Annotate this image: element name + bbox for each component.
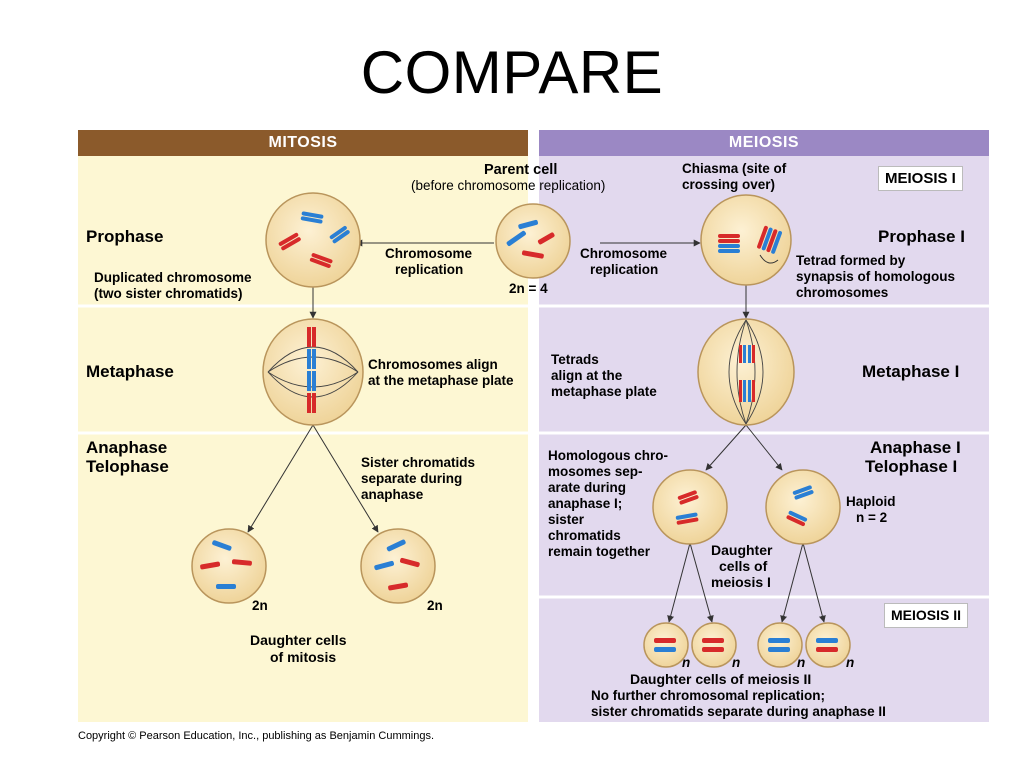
meiosis1-daughter-cell-right: [765, 469, 841, 545]
homologous-label-2: mosomes sep-: [548, 464, 643, 479]
meiosis1-daughter-label-3: meiosis I: [711, 574, 771, 590]
replication-label-left-1: Chromosome: [385, 246, 473, 261]
parent-ploidy: 2n = 4: [509, 281, 548, 296]
homologous-label-4: anaphase I;: [548, 496, 623, 511]
tetrad-label-2: synapsis of homologous: [796, 269, 956, 284]
align-label-2: at the metaphase plate: [368, 373, 514, 388]
replication-label-left-2: replication: [395, 262, 464, 277]
meiosis1-daughter-label-1: Daughter: [711, 542, 773, 558]
tetrads-align-label-1: Tetrads: [551, 352, 599, 367]
sister-label-2: separate during: [361, 471, 463, 486]
arrows: [247, 239, 826, 623]
duplicated-chromosome-label-1: Duplicated chromosome: [94, 270, 252, 285]
sister-label-1: Sister chromatids: [361, 455, 476, 470]
homologous-label-1: Homologous chro-: [548, 448, 668, 463]
mitosis-ploidy-left: 2n: [252, 598, 268, 613]
duplicated-chromosome-label-2: (two sister chromatids): [94, 286, 243, 301]
tetrad-label-3: chromosomes: [796, 285, 889, 300]
tetrads-align-label-3: metaphase plate: [551, 384, 657, 399]
tetrads-align-label-2: align at the: [551, 368, 623, 383]
meiosis1-box: MEIOSIS I: [878, 166, 963, 191]
meiosis2-box: MEIOSIS II: [884, 603, 969, 628]
n-label-4: n: [846, 655, 855, 670]
haploid-label-2: n = 2: [856, 510, 888, 525]
align-label-1: Chromosomes align: [368, 357, 498, 372]
mitosis-anaphase-label: Anaphase: [86, 438, 168, 457]
meiosis2-daughter-label: Daughter cells of meiosis II: [630, 671, 812, 687]
replication-label-right-1: Chromosome: [580, 246, 668, 261]
parent-cell: [495, 203, 571, 279]
sister-label-3: anaphase: [361, 487, 424, 502]
n-label-1: n: [682, 655, 691, 670]
meiosis2-daughter-cell-1: [643, 622, 689, 668]
meiosis1-daughter-label-2: cells of: [719, 558, 768, 574]
parent-cell-subtitle: (before chromosome replication): [411, 178, 606, 193]
meiosis-banner: MEIOSIS: [539, 130, 989, 156]
n-label-2: n: [732, 655, 741, 670]
mitosis-telophase-label: Telophase: [86, 457, 169, 476]
meiosis-prophase-label: Prophase I: [878, 227, 965, 246]
mitosis-prophase-label: Prophase: [86, 227, 164, 246]
mitosis-ploidy-right: 2n: [427, 598, 443, 613]
mitosis-daughter-label-1: Daughter cells: [250, 632, 347, 648]
meiosis2-daughter-cell-4: [805, 622, 851, 668]
no-further-label-1: No further chromosomal replication;: [591, 688, 826, 703]
homologous-label-5: sister: [548, 512, 585, 527]
replication-label-right-2: replication: [590, 262, 659, 277]
haploid-label-1: Haploid: [846, 494, 896, 509]
chiasma-label-2: crossing over): [682, 177, 776, 192]
mitosis-metaphase-cell: [262, 318, 364, 426]
homologous-label-7: remain together: [548, 544, 651, 559]
no-further-label-2: sister chromatids separate during anapha…: [591, 704, 886, 719]
mitosis-prophase-cell: [265, 192, 361, 288]
page-title: COMPARE: [360, 39, 664, 106]
homologous-label-3: arate during: [548, 480, 627, 495]
mitosis-banner: MITOSIS: [78, 130, 528, 156]
meiosis-prophase-cell: [700, 194, 792, 286]
mitosis-daughter-label-2: of mitosis: [270, 649, 337, 665]
meiosis-anaphase-label: Anaphase I: [870, 438, 961, 457]
meiosis-metaphase-cell: [697, 318, 795, 426]
meiosis2-daughter-cell-2: [691, 622, 737, 668]
tetrad-label-1: Tetrad formed by: [796, 253, 906, 268]
section-dividers: [78, 304, 989, 599]
meiosis1-daughter-cell-left: [652, 469, 728, 545]
mitosis-daughter-cell-right: [360, 528, 436, 604]
meiosis2-daughter-cell-3: [757, 622, 803, 668]
meiosis-telophase-label: Telophase I: [865, 457, 958, 476]
copyright: Copyright © Pearson Education, Inc., pub…: [78, 730, 435, 742]
parent-cell-title: Parent cell: [484, 162, 558, 178]
n-label-3: n: [797, 655, 806, 670]
homologous-label-6: chromatids: [548, 528, 621, 543]
mitosis-metaphase-label: Metaphase: [86, 362, 174, 381]
meiosis-metaphase-label: Metaphase I: [862, 362, 960, 381]
mitosis-daughter-cell-left: [191, 528, 267, 604]
chiasma-label-1: Chiasma (site of: [682, 161, 787, 176]
